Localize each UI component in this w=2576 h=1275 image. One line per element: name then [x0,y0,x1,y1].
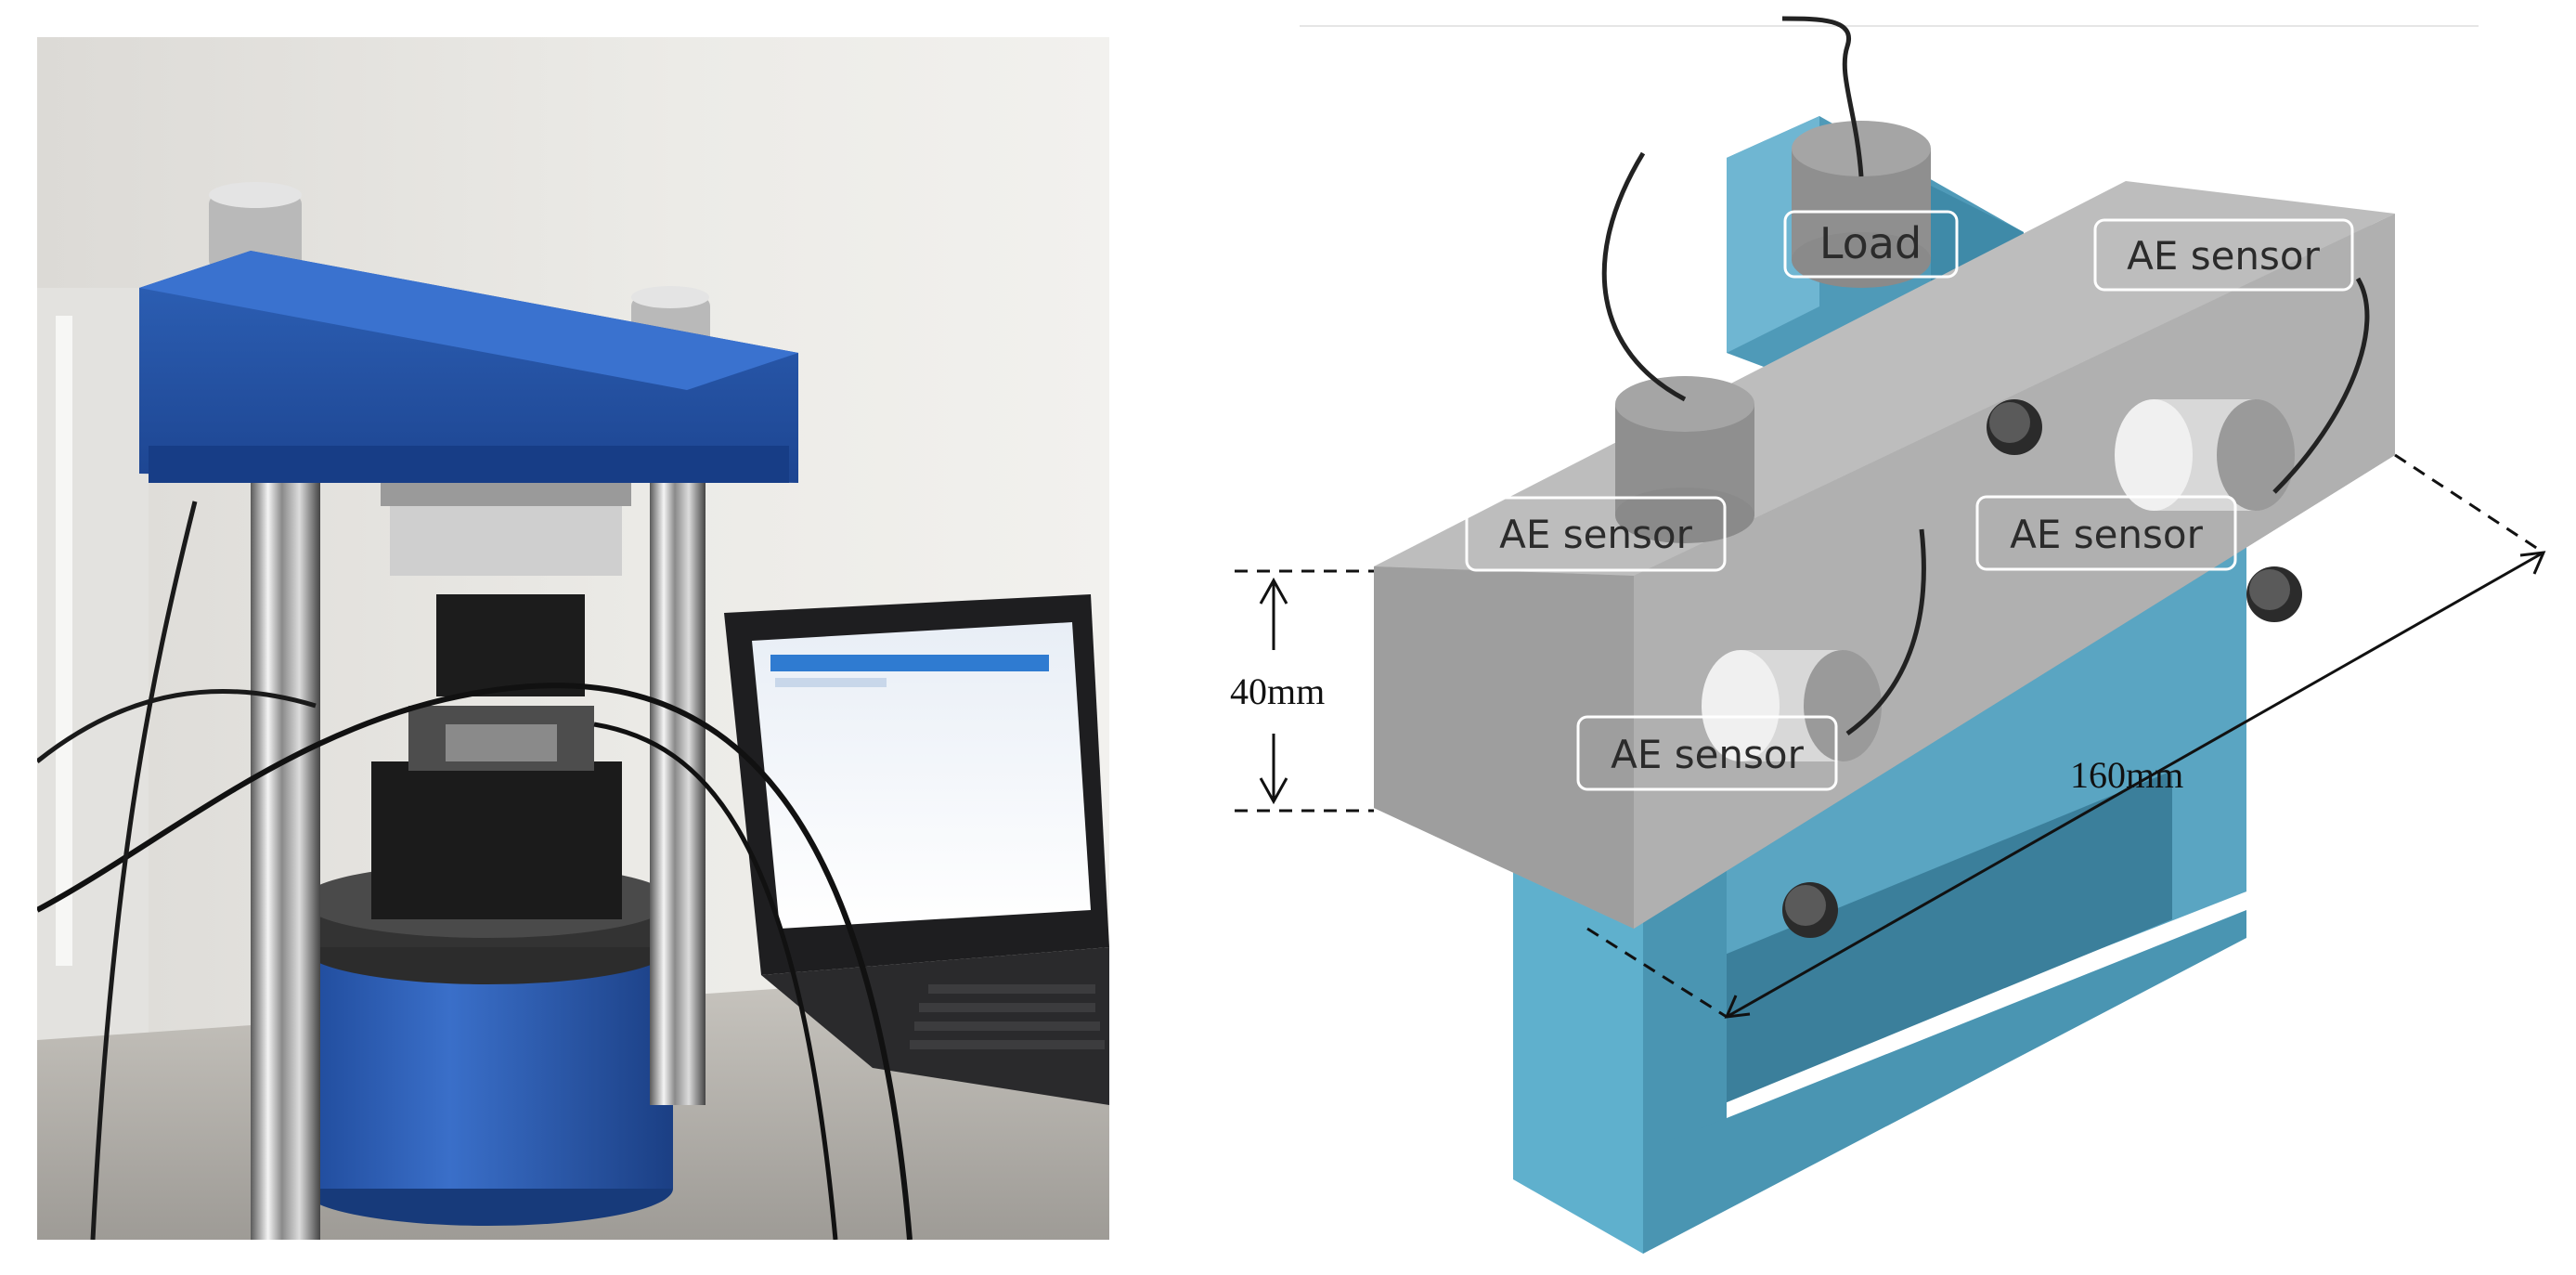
svg-text:AE sensor: AE sensor [2127,233,2321,279]
height-dimension: 40mm [1230,569,1374,813]
support-fixture [1513,515,2302,1254]
svg-text:40mm: 40mm [1230,670,1325,712]
length-dimension: 160mm [1586,453,2546,1019]
label-load: Load [1783,210,1959,279]
svg-text:AE sensor: AE sensor [1611,732,1805,777]
label-ae-sensor-right: AE sensor [1975,495,2237,571]
testing-machine-photo [37,37,1109,1240]
svg-text:Load: Load [1819,218,1922,268]
ae-sensor-front [1702,528,1926,761]
ae-sensor-top [1781,16,1931,288]
label-ae-sensor-top: AE sensor [2093,218,2354,292]
ae-sensor-right [2115,277,2370,511]
svg-text:AE sensor: AE sensor [2010,512,2204,557]
three-point-bending-diagram: Load AE sensor AE sensor AE sensor AE se… [1207,0,2576,1275]
svg-text:160mm: 160mm [2070,754,2183,796]
label-ae-sensor-left: AE sensor [1465,496,1727,572]
svg-text:AE sensor: AE sensor [1499,512,1693,557]
label-ae-sensor-front: AE sensor [1576,715,1838,791]
